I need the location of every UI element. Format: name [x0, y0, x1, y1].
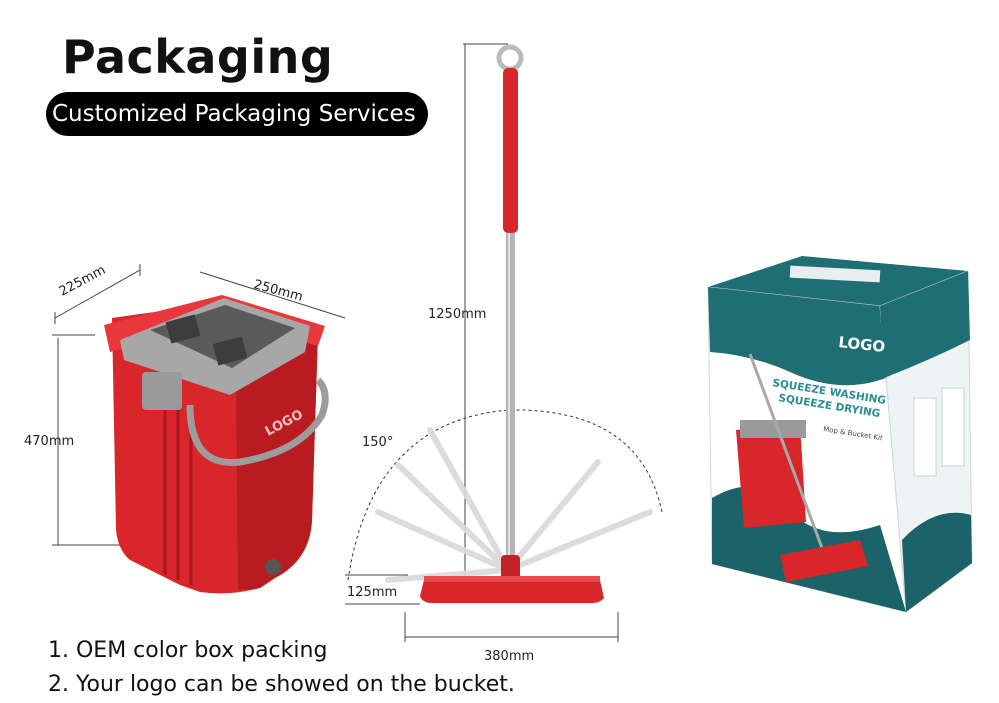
notes-list: 1. OEM color box packing 2. Your logo ca… [48, 634, 515, 702]
dimension-bucket-depth: 225mm [57, 263, 108, 300]
note-item: 2. Your logo can be showed on the bucket… [48, 672, 515, 697]
note-item: 1. OEM color box packing [48, 638, 328, 663]
dimension-bucket-width: 250mm [252, 277, 304, 304]
box-logo-label: LOGO [838, 333, 886, 356]
subtitle-badge: Customized Packaging Services [46, 92, 428, 136]
mop-illustration [345, 43, 663, 642]
dimension-bucket-height: 470mm [24, 434, 74, 449]
color-box-illustration: LOGO SQUEEZE WASHING SQUEEZE DRYING Mop … [707, 256, 973, 613]
dimension-mop-height: 1250mm [428, 307, 486, 322]
bucket-illustration: LOGO [52, 264, 346, 594]
dimension-head-width: 380mm [484, 649, 534, 664]
page-title: Packaging [62, 30, 334, 84]
dimension-mop-angle: 150° [362, 435, 393, 450]
dimension-head-height: 125mm [347, 585, 397, 600]
